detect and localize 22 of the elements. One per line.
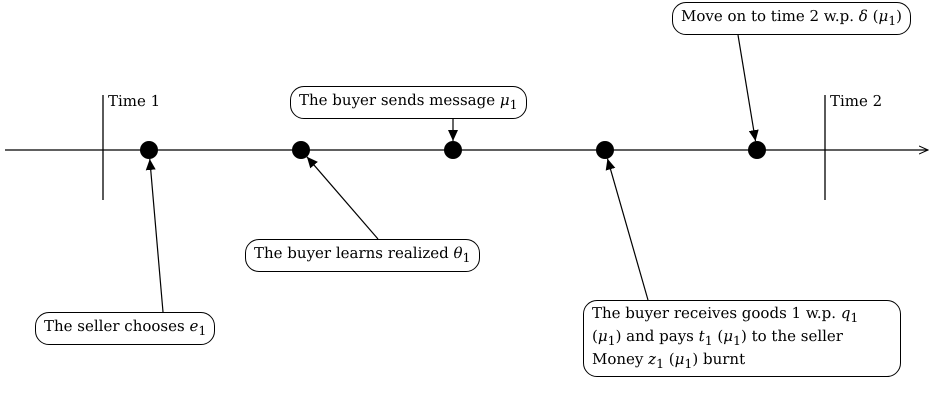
callout-text: Move on to time 2 w.p. δ (μ$_{1}$) <box>681 6 902 30</box>
callout-box <box>290 86 527 119</box>
time-label: Time 1 <box>108 92 160 110</box>
dot-marker <box>748 141 766 159</box>
callout-box <box>672 2 911 35</box>
callout-text: The seller chooses e$_{1}$ <box>44 316 206 340</box>
leader-arrow <box>737 34 759 142</box>
dot-marker <box>596 141 614 159</box>
leader-arrow <box>606 158 649 300</box>
time-label: Time 2 <box>830 92 882 110</box>
dot-marker <box>140 141 158 159</box>
leader-arrow <box>448 119 458 141</box>
callout-box <box>35 312 216 345</box>
dot-marker <box>444 141 462 159</box>
callout-text: The buyer learns realized θ$_{1}$ <box>254 243 470 267</box>
dot-marker <box>292 141 310 159</box>
callout-box <box>583 300 901 377</box>
callout-text: Money z$_{1}$ (μ$_{1}$) burnt <box>592 350 746 373</box>
callout-text: The buyer sends message μ$_{1}$ <box>299 90 518 114</box>
leader-arrow <box>306 156 378 240</box>
callout-box <box>245 239 480 272</box>
leader-arrow <box>146 158 164 312</box>
